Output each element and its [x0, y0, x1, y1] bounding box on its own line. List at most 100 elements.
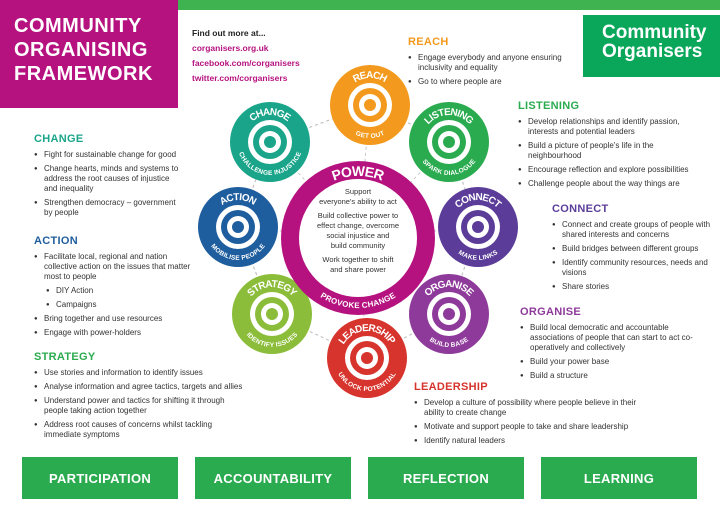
- title-line-1: COMMUNITY: [14, 15, 142, 37]
- wheel-subtitle: UNLOCK POTENTIAL: [336, 371, 397, 393]
- list-item: Go to where people are: [408, 77, 588, 87]
- section-action: ACTION Facilitate local, regional and na…: [34, 235, 194, 342]
- list-item: Share stories: [552, 282, 712, 292]
- list-item: Use stories and information to identify …: [34, 368, 244, 378]
- list-item: Bring together and use resources: [34, 314, 194, 324]
- wheel-action: ACTION MOBILISE PEOPLE: [198, 187, 278, 267]
- wheel-listening: LISTENING SPARK DIALOGUE: [409, 102, 489, 182]
- list-item: Identify community resources, needs and …: [552, 258, 712, 278]
- star-icon: [361, 352, 373, 364]
- wheel-organise: ORGANISE BUILD BASE: [409, 274, 489, 354]
- section-change-heading: CHANGE: [34, 133, 84, 145]
- list-item: Encourage reflection and explore possibi…: [518, 165, 698, 175]
- wheel-name: STRATEGY: [245, 279, 298, 299]
- section-organise-heading: ORGANISE: [520, 306, 582, 318]
- power-text-line: Build collective power to: [318, 211, 398, 220]
- list-item: Build bridges between different groups: [552, 244, 712, 254]
- link-twitter[interactable]: twitter.com/corganisers: [192, 73, 288, 83]
- list-item: Identify natural leaders: [414, 436, 654, 446]
- power-text-line: social injustice and: [327, 231, 390, 240]
- list-item: DIY Action: [34, 286, 194, 296]
- wheel-subtitle: MAKE LINKS: [457, 249, 500, 262]
- wheel-name: ORGANISE: [423, 279, 476, 299]
- wheel-subtitle: BUILD BASE: [428, 336, 470, 349]
- list-item: Facilitate local, regional and nation co…: [34, 252, 194, 282]
- section-reach: REACH Engage everybody and anyone ensuri…: [408, 36, 588, 91]
- wheel-leadership: LEADERSHIP UNLOCK POTENTIAL: [327, 318, 407, 398]
- section-organise: ORGANISE Build local democratic and acco…: [520, 306, 695, 385]
- list-item: Understand power and tactics for shiftin…: [34, 396, 244, 416]
- section-listening-heading: LISTENING: [518, 100, 580, 112]
- link-facebook[interactable]: facebook.com/corganisers: [192, 58, 300, 68]
- wheel-reach: REACH GET OUT: [330, 65, 410, 145]
- section-leadership: LEADERSHIP Develop a culture of possibil…: [414, 381, 654, 450]
- link-icon: [472, 221, 484, 233]
- section-change: CHANGE Fight for sustainable change for …: [34, 133, 184, 222]
- title-line-2: ORGANISING: [14, 39, 148, 61]
- section-connect-heading: CONNECT: [552, 203, 609, 215]
- community-organisers-logo: Community Organisers: [583, 15, 720, 77]
- target-icon: [266, 308, 278, 320]
- links-block: Find out more at... corganisers.org.uk f…: [192, 28, 300, 88]
- fist-icon: [232, 221, 244, 233]
- list-item: Analyse information and agree tactics, t…: [34, 382, 244, 392]
- power-title: POWER: [330, 163, 387, 184]
- list-item: Campaigns: [34, 300, 194, 310]
- wheel-name: ACTION: [218, 192, 258, 208]
- power-text-line: Support: [345, 187, 372, 196]
- section-leadership-heading: LEADERSHIP: [414, 381, 488, 393]
- wheel-strategy: STRATEGY IDENTIFY ISSUES: [232, 274, 312, 354]
- list-item: Engage everybody and anyone ensuring inc…: [408, 53, 588, 73]
- list-item: Challenge people about the way things ar…: [518, 179, 698, 189]
- list-item: Build a structure: [520, 371, 695, 381]
- megaphone-icon: [364, 99, 376, 111]
- wheel-subtitle: GET OUT: [354, 130, 385, 140]
- connector-web: [237, 104, 479, 359]
- list-item: Build your power base: [520, 357, 695, 367]
- list-item: Develop a culture of possibility where p…: [414, 398, 654, 418]
- wheel-subtitle: IDENTIFY ISSUES: [245, 331, 300, 349]
- wheel-name: LISTENING: [423, 107, 476, 127]
- wheel-name: REACH: [351, 70, 388, 85]
- title-banner: COMMUNITY ORGANISING FRAMEWORK: [0, 0, 178, 108]
- section-action-heading: ACTION: [34, 235, 78, 247]
- list-item: Motivate and support people to take and …: [414, 422, 654, 432]
- wheel-name: LEADERSHIP: [337, 323, 397, 347]
- list-item: Change hearts, minds and systems to addr…: [34, 164, 184, 194]
- title-line-3: FRAMEWORK: [14, 63, 153, 85]
- list-item: Build a picture of people's life in the …: [518, 141, 698, 161]
- list-item: Engage with power-holders: [34, 328, 194, 338]
- list-item: Fight for sustainable change for good: [34, 150, 184, 160]
- wheel-subtitle: SPARK DIALOGUE: [421, 158, 478, 177]
- section-strategy-heading: STRATEGY: [34, 351, 96, 363]
- header-stripe: [178, 0, 720, 10]
- power-footer: PROVOKE CHANGE: [319, 290, 398, 310]
- wheel-subtitle: MOBILISE PEOPLE: [209, 242, 267, 262]
- bar-accountability: ACCOUNTABILITY: [195, 457, 351, 499]
- list-item: Address root causes of concerns whilst t…: [34, 420, 244, 440]
- links-header: Find out more at...: [192, 28, 266, 38]
- people-icon: [443, 308, 455, 320]
- section-connect: CONNECT Connect and create groups of peo…: [552, 203, 712, 296]
- power-text-line: and share power: [330, 265, 386, 274]
- wheel-connect: CONNECT MAKE LINKS: [438, 187, 518, 267]
- list-item: Connect and create groups of people with…: [552, 220, 712, 240]
- list-item: Develop relationships and identify passi…: [518, 117, 698, 137]
- logo-line-1: Community: [602, 22, 707, 43]
- ear-icon: [443, 136, 455, 148]
- link-website[interactable]: corganisers.org.uk: [192, 43, 269, 53]
- bar-learning: LEARNING: [541, 457, 697, 499]
- section-listening: LISTENING Develop relationships and iden…: [518, 100, 698, 193]
- arrows-icon: [264, 136, 276, 148]
- wheel-name: CHANGE: [248, 107, 293, 124]
- power-text-line: build community: [331, 241, 385, 250]
- power-text-line: everyone's ability to act: [319, 197, 398, 206]
- wheel-subtitle: CHALLENGE INJUSTICE: [237, 150, 303, 177]
- wheel-name: CONNECT: [453, 192, 503, 211]
- bar-participation: PARTICIPATION: [22, 457, 178, 499]
- list-item: Strengthen democracy – government by peo…: [34, 198, 184, 218]
- bar-reflection: REFLECTION: [368, 457, 524, 499]
- wheel-change: CHANGE CHALLENGE INJUSTICE: [230, 102, 310, 182]
- power-text-line: Work together to shift: [322, 255, 394, 264]
